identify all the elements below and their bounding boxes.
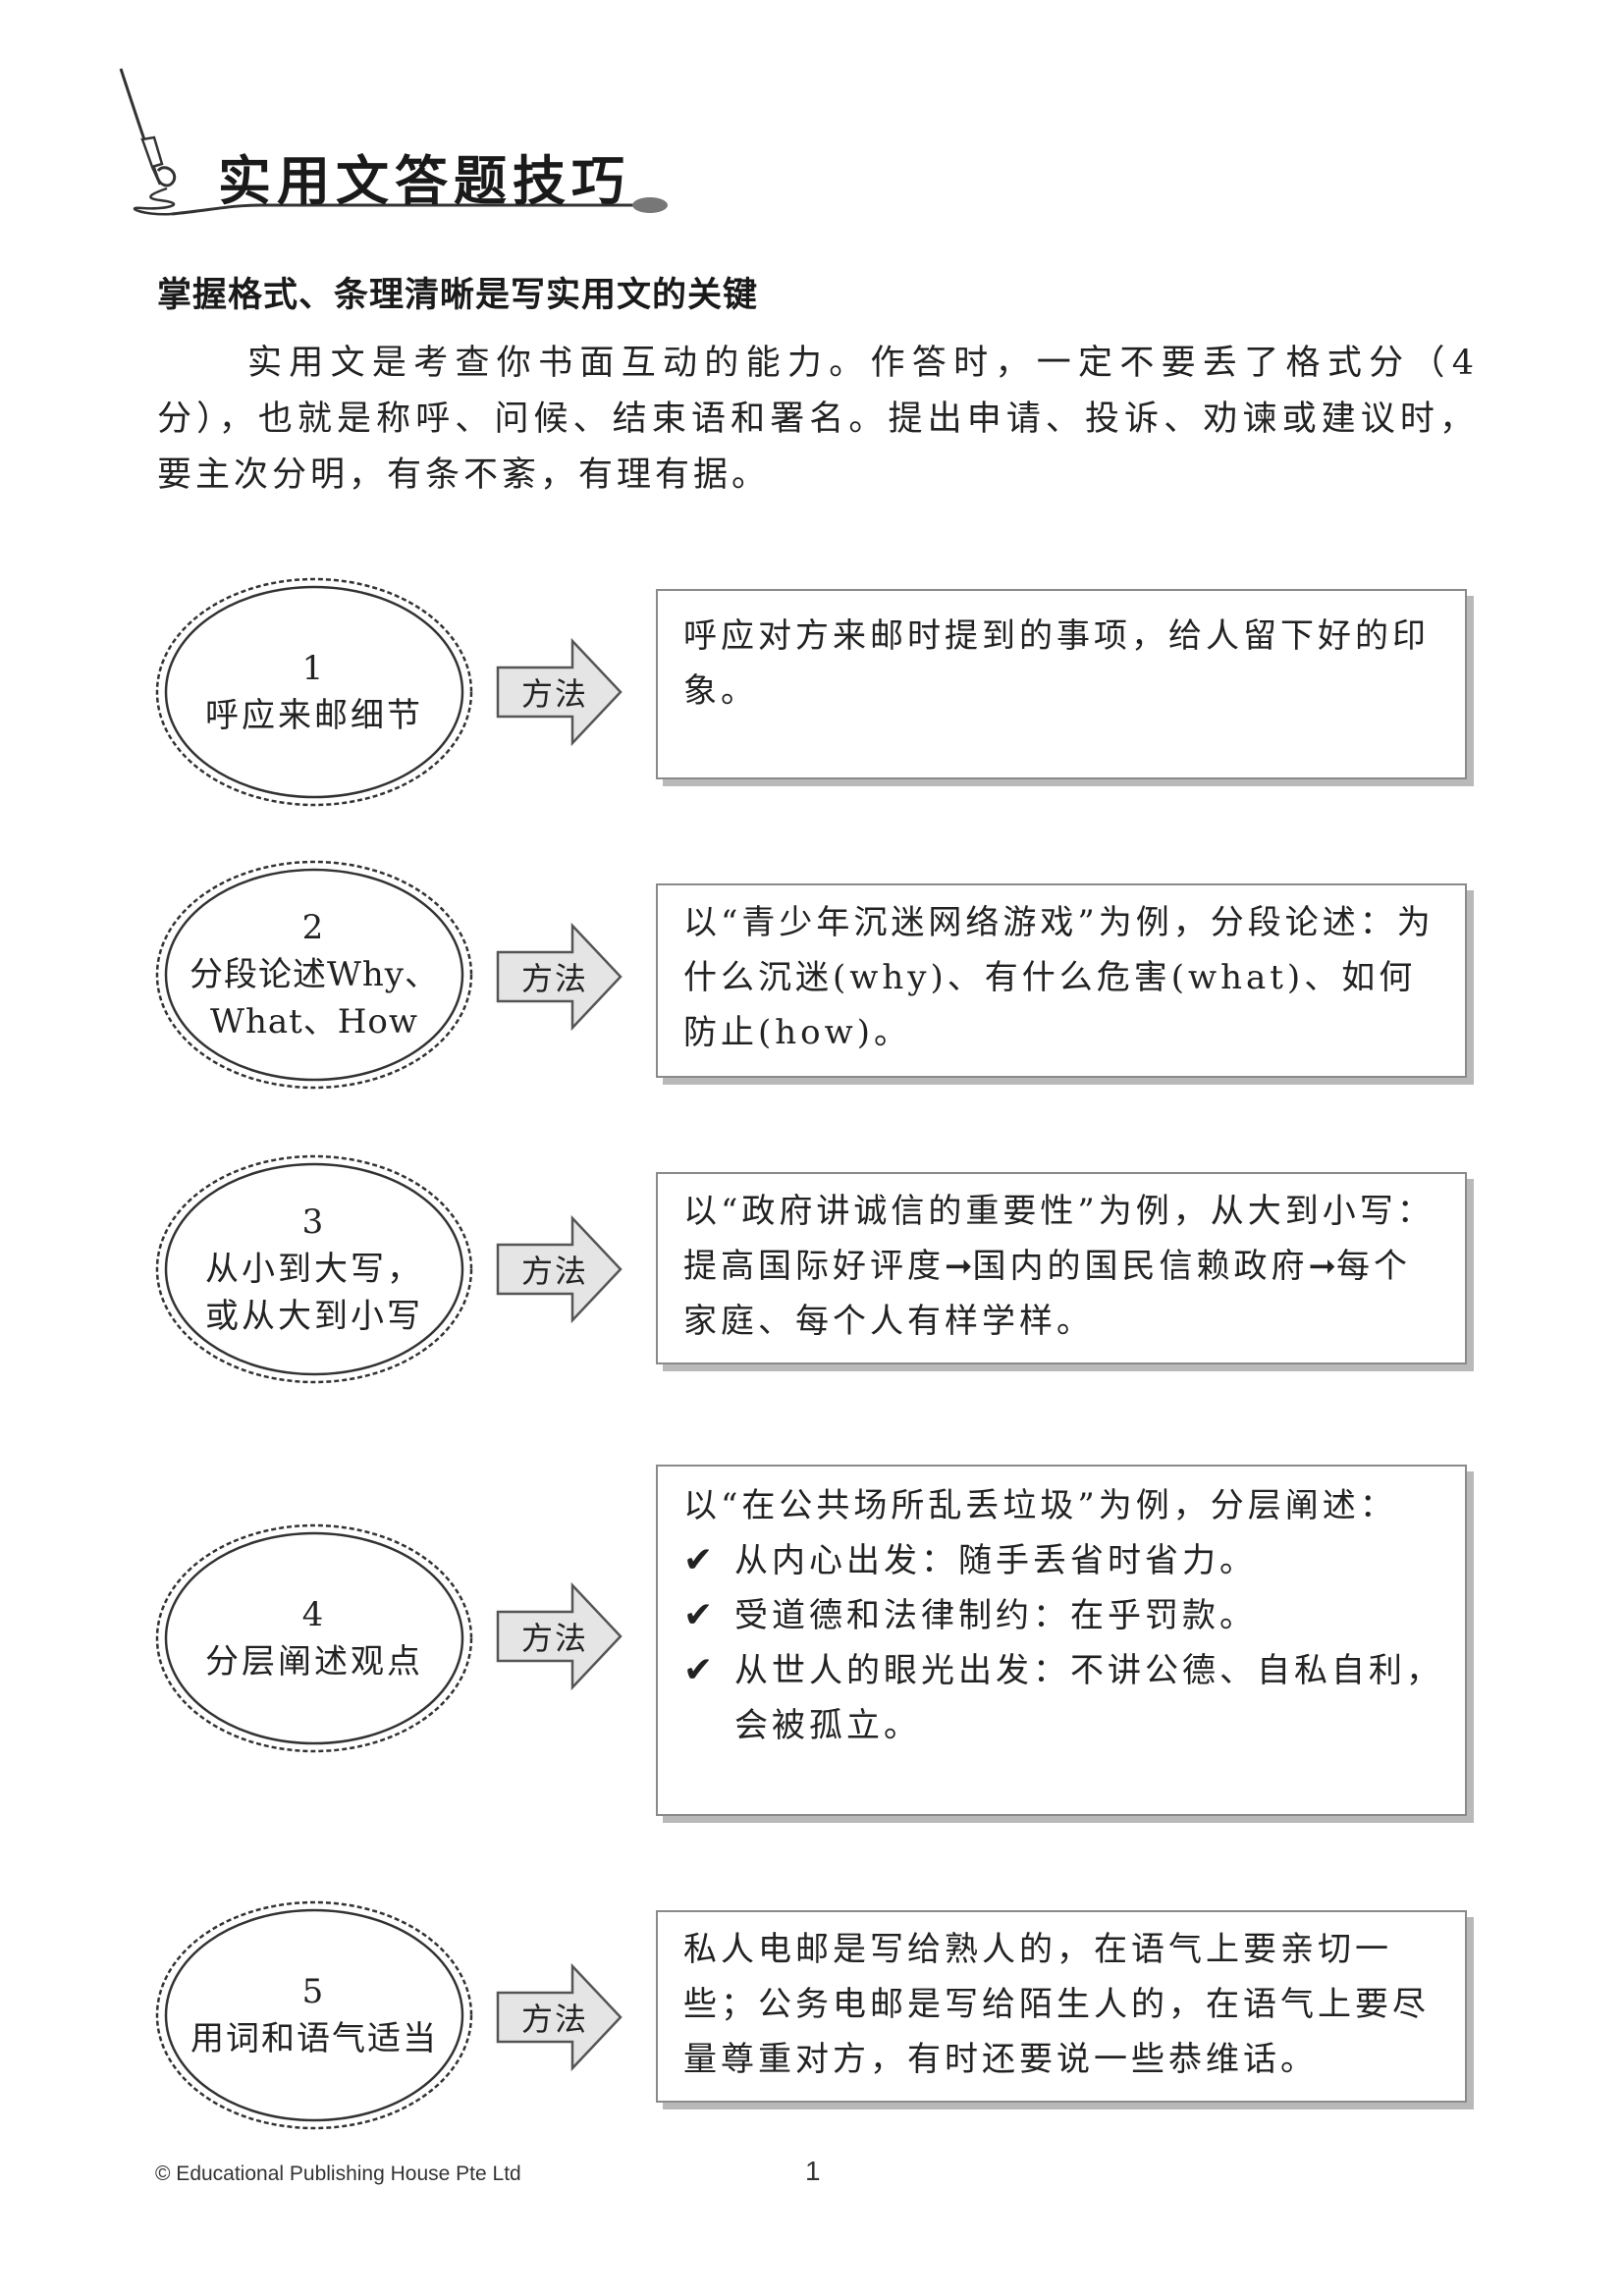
page-number: 1 [805, 2156, 821, 2186]
tip-title: 呼应来邮细节 [205, 696, 423, 735]
tip-title: 分层阐述观点 [205, 1642, 423, 1682]
tip-oval-5: 5 用词和语气适当 [152, 1893, 476, 2138]
check-item-text: 从内心出发：随手丢省时省力。 [734, 1541, 1257, 1580]
check-icon: ✔ [683, 1540, 718, 1580]
tip-box-3: 以“政府讲诚信的重要性”为例，从大到小写：提高国际好评度➞国内的国民信赖政府➞每… [656, 1172, 1467, 1364]
tip-text: 以“在公共场所乱丢垃圾”为例，分层阐述： [683, 1486, 1397, 1525]
method-arrow: 方法 [496, 638, 623, 746]
tip-title-line: What、How [210, 1002, 418, 1041]
method-label: 方法 [520, 2001, 588, 2038]
check-item: ✔ 从世人的眼光出发：不讲公德、自私自利，会被孤立。 [683, 1643, 1443, 1753]
tip-oval-4: 4 分层阐述观点 [152, 1516, 476, 1761]
method-arrow: 方法 [496, 1215, 623, 1323]
tip-title-line: 从小到大写， [205, 1250, 423, 1289]
tip-oval-2: 2 分段论述Why、 What、How [152, 852, 476, 1097]
tip-oval-3: 3 从小到大写， 或从大到小写 [152, 1147, 476, 1392]
right-arrow-icon: ➞ [945, 1247, 973, 1286]
tip-number: 4 [301, 1595, 327, 1634]
right-arrow-icon: ➞ [1308, 1247, 1337, 1286]
method-label: 方法 [520, 960, 588, 997]
check-icon: ✔ [683, 1595, 718, 1635]
tip-text: 以“政府讲诚信的重要性”为例，从大到小写：提高国际好评度➞国内的国民信赖政府➞每… [683, 1184, 1443, 1349]
tip-box-1: 呼应对方来邮时提到的事项，给人留下好的印象。 [656, 589, 1467, 779]
check-item-text: 从世人的眼光出发：不讲公德、自私自利，会被孤立。 [734, 1651, 1443, 1745]
tip-text: 私人电邮是写给熟人的，在语气上要亲切一些；公务电邮是写给陌生人的，在语气上要尽量… [683, 1930, 1430, 2079]
check-item: ✔ 受道德和法律制约：在乎罚款。 [683, 1588, 1443, 1643]
tip-text-part: 以“政府讲诚信的重要性”为例，从大到小写：提高国际好评度 [683, 1192, 1435, 1286]
copyright-notice: © Educational Publishing House Pte Ltd [155, 2163, 521, 2185]
method-arrow: 方法 [496, 923, 623, 1031]
pen-icon [113, 61, 682, 228]
tip-number: 1 [301, 649, 327, 688]
tip-box-4: 以“在公共场所乱丢垃圾”为例，分层阐述： ✔ 从内心出发：随手丢省时省力。 ✔ … [656, 1465, 1467, 1816]
check-item-text: 受道德和法律制约：在乎罚款。 [734, 1596, 1257, 1635]
tip-text: 呼应对方来邮时提到的事项，给人留下好的印象。 [683, 616, 1430, 711]
method-arrow: 方法 [496, 1963, 623, 2071]
check-icon: ✔ [683, 1650, 718, 1690]
tip-oval-1: 1 呼应来邮细节 [152, 569, 476, 815]
tip-text-part: 每个家庭、每个人有样学样。 [683, 1247, 1411, 1341]
tip-title: 用词和语气适当 [190, 2019, 438, 2058]
tip-text-part: 国内的国民信赖政府 [972, 1247, 1309, 1286]
method-arrow: 方法 [496, 1582, 623, 1690]
tip-title-line: 分段论述Why、 [189, 955, 440, 994]
tip-text: 以“青少年沉迷网络游戏”为例，分段论述：为什么沉迷(why)、有什么危害(wha… [683, 903, 1435, 1052]
tip-box-2: 以“青少年沉迷网络游戏”为例，分段论述：为什么沉迷(why)、有什么危害(wha… [656, 883, 1467, 1078]
method-label: 方法 [520, 1253, 588, 1290]
tip-title-line: 或从大到小写 [205, 1297, 423, 1336]
page-title: 实用文答题技巧 [218, 150, 630, 212]
check-item: ✔ 从内心出发：随手丢省时省力。 [683, 1533, 1443, 1588]
tip-box-5: 私人电邮是写给熟人的，在语气上要亲切一些；公务电邮是写给陌生人的，在语气上要尽量… [656, 1910, 1467, 2103]
section-subtitle: 掌握格式、条理清晰是写实用文的关键 [157, 276, 759, 315]
method-label: 方法 [520, 675, 588, 713]
tip-number: 5 [301, 1972, 327, 2011]
method-label: 方法 [520, 1620, 588, 1657]
tip-number: 3 [301, 1202, 327, 1242]
intro-paragraph: 实用文是考查你书面互动的能力。作答时，一定不要丢了格式分（4分），也就是称呼、问… [157, 344, 1478, 495]
tip-number: 2 [301, 908, 327, 947]
